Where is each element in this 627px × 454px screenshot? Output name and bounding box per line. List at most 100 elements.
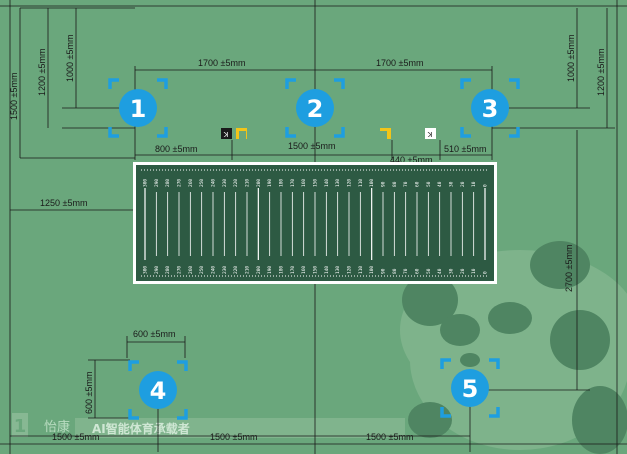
corner-bracket: [157, 78, 168, 89]
board-tick-label: 280: [165, 179, 171, 187]
dim-label: 1250 ±5mm: [40, 198, 87, 208]
board-tick-label: 40: [437, 268, 443, 274]
dim-label: 1700 ±5mm: [198, 58, 245, 68]
board-tick-label: 290: [154, 179, 160, 187]
badge-circle: [119, 89, 157, 127]
board-ticks: 3003002902902802802702702602602502502402…: [143, 179, 489, 274]
badge-number: 2: [307, 95, 324, 123]
board-tick-label: 170: [290, 266, 296, 274]
measuring-board: 3003002902902802802702702602602502502402…: [133, 162, 497, 284]
corner-bracket: [128, 409, 139, 420]
dim-label: 1500 ±5mm: [210, 432, 257, 442]
board-tick-label: 180: [279, 179, 285, 187]
board-tick-label: 300: [143, 266, 149, 274]
board-tick-label: 120: [347, 179, 353, 187]
board-tick-label: 240: [211, 266, 217, 274]
board-tick-label: 170: [290, 179, 296, 187]
corner-bracket: [108, 78, 119, 89]
corner-bracket: [334, 78, 345, 89]
logo-mark: 1: [14, 416, 27, 437]
badge-circle: [296, 89, 334, 127]
board-tick-label: 270: [177, 179, 183, 187]
board-tick-label: 160: [301, 179, 307, 187]
position-badges: 1 2 3 4 5: [108, 78, 520, 420]
board-tick-label: 130: [335, 266, 341, 274]
dim-label: 1500 ±5mm: [9, 73, 19, 120]
brand-banner: 1 怡康 AI智能体育承载者: [12, 413, 405, 438]
logo-text: 怡康: [44, 419, 70, 435]
board-tick-label: 70: [403, 181, 409, 187]
dim-label: 1000 ±5mm: [566, 35, 576, 82]
badge-number: 1: [130, 95, 147, 123]
board-tick-label: 250: [199, 179, 205, 187]
corner-bracket: [460, 127, 471, 138]
corner-bracket: [440, 407, 451, 418]
board-tick-label: 30: [449, 268, 455, 274]
board-tick-label: 60: [415, 268, 421, 274]
board-tick-label: 180: [279, 266, 285, 274]
board-tick-label: 300: [143, 179, 149, 187]
board-tick-label: 220: [233, 179, 239, 187]
board-tick-label: 130: [335, 179, 341, 187]
corner-bracket: [440, 358, 451, 369]
board-tick-label: 260: [188, 266, 194, 274]
board-tick-label: 20: [460, 268, 466, 274]
board-tick-label: 210: [245, 266, 251, 274]
board-tick-label: 190: [267, 179, 273, 187]
board-tick-label: 200: [256, 266, 262, 274]
corner-bracket: [509, 127, 520, 138]
board-tick-label: 120: [347, 266, 353, 274]
board-tick-label: 0: [483, 271, 489, 274]
board-tick-label: 0: [483, 184, 489, 187]
position-5: 5: [440, 358, 500, 418]
board-tick-label: 110: [358, 266, 364, 274]
board-tick-label: 210: [245, 179, 251, 187]
corner-bracket: [334, 127, 345, 138]
board-tick-label: 10: [471, 268, 477, 274]
badge-circle: [471, 89, 509, 127]
dim-label: 800 ±5mm: [155, 144, 197, 154]
position-1: 1: [108, 78, 168, 138]
board-tick-label: 290: [154, 266, 160, 274]
dim-label: 1200 ±5mm: [37, 49, 47, 96]
board-tick-label: 140: [324, 266, 330, 274]
corner-bracket: [509, 78, 520, 89]
corner-bracket: [128, 360, 139, 371]
badge-number: 3: [482, 95, 499, 123]
board-tick-label: 100: [369, 266, 375, 274]
position-2: 2: [285, 78, 345, 138]
corner-bracket: [177, 409, 188, 420]
dim-label: 1500 ±5mm: [288, 141, 335, 151]
board-tick-label: 230: [222, 266, 228, 274]
badge-number: 4: [150, 377, 167, 405]
board-tick-label: 20: [460, 181, 466, 187]
board-tick-label: 30: [449, 181, 455, 187]
board-tick-label: 70: [403, 268, 409, 274]
board-tick-label: 40: [437, 181, 443, 187]
corner-bracket: [489, 358, 500, 369]
corner-bracket: [157, 127, 168, 138]
dim-label: 1500 ±5mm: [52, 432, 99, 442]
dim-label: 1700 ±5mm: [376, 58, 423, 68]
board-tick-label: 240: [211, 179, 217, 187]
position-3: 3: [460, 78, 520, 138]
dim-label: 1200 ±5mm: [596, 49, 606, 96]
dim-label: 2700 ±5mm: [564, 245, 574, 292]
board-tick-label: 230: [222, 179, 228, 187]
board-tick-label: 80: [392, 268, 398, 274]
corner-bracket: [489, 407, 500, 418]
board-tick-label: 90: [381, 181, 387, 187]
corner-bracket: [108, 127, 119, 138]
dim-label: 510 ±5mm: [444, 144, 486, 154]
badge-circle: [139, 371, 177, 409]
corner-bracket: [285, 127, 296, 138]
corner-bracket: [285, 78, 296, 89]
corner-bracket: [177, 360, 188, 371]
dim-label: 600 ±5mm: [133, 329, 175, 339]
badge-circle: [451, 369, 489, 407]
board-tick-label: 260: [188, 179, 194, 187]
dim-label: 1500 ±5mm: [366, 432, 413, 442]
board-tick-label: 60: [415, 181, 421, 187]
